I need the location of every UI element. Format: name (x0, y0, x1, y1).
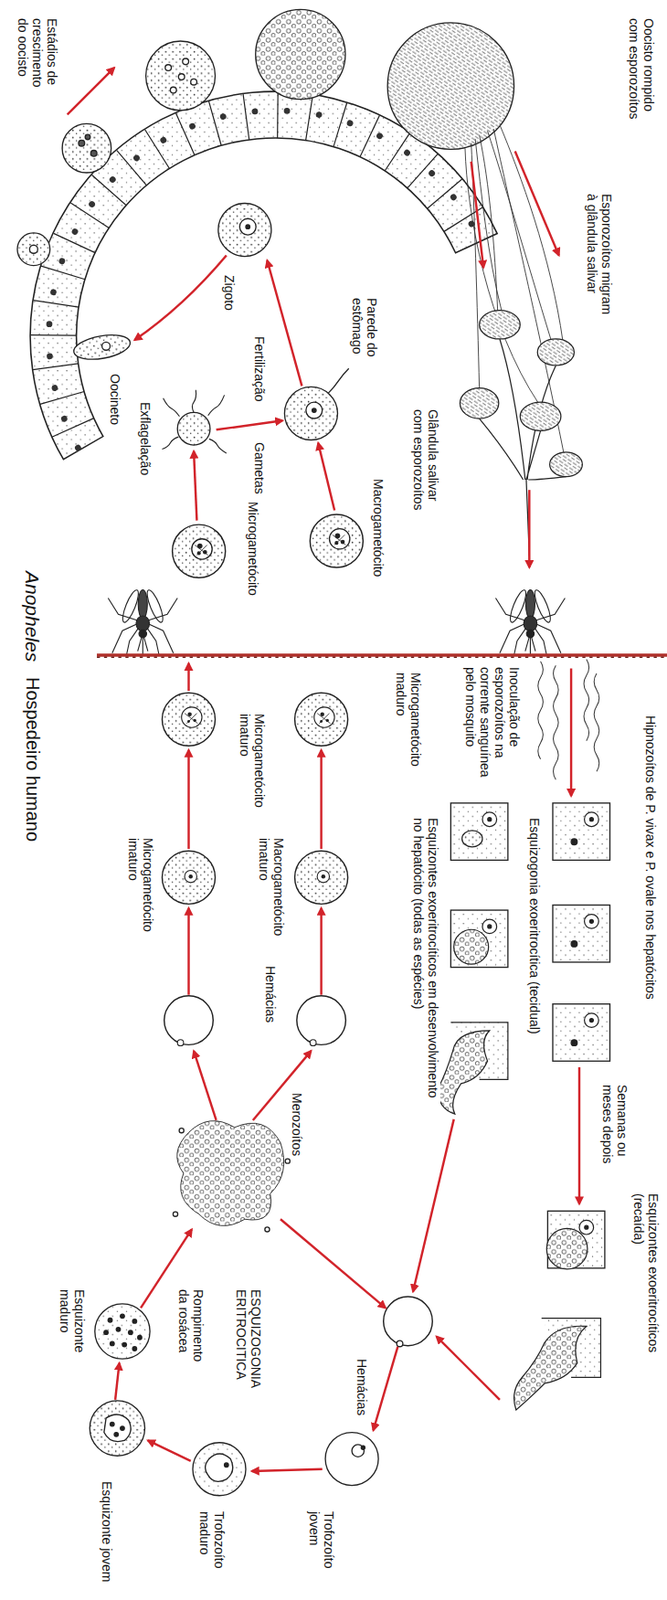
cycle-arrows (67, 67, 580, 1472)
stage-label: Esquizontes exoeritrocíticos (recaída) (631, 1191, 661, 1378)
host-title: Hospedeiro humano (21, 675, 43, 844)
host-title: Anopheles (21, 569, 43, 664)
hepatocytes (438, 803, 611, 1410)
gametocyte-cells (161, 692, 348, 1046)
structure-label: Parede do estômago (349, 296, 380, 369)
stage-label: Macrogametócito (370, 476, 386, 586)
mosquito-figure (107, 588, 565, 656)
stage-label: Exflagelação (137, 400, 153, 477)
salivary-gland (459, 310, 583, 557)
stage-label: Estádios de crescimento do oocisto (14, 16, 59, 101)
inoculated-sporozoites (538, 658, 600, 780)
stage-label: Microgametócito (245, 499, 261, 609)
stage-label: Zigoto (222, 273, 237, 313)
stage-label: Gametas (252, 440, 267, 497)
oocyst-stages (17, 9, 515, 265)
stage-label: Trofozoíto maduro (197, 1509, 227, 1587)
stage-label: Esquizogonia exoeritrocítica (tecidual) (527, 815, 542, 1037)
stage-label: Microgametócito imaturo (237, 711, 267, 821)
skin-line (96, 655, 667, 657)
erythrocytic-cycle-cells (89, 1121, 433, 1496)
stage-label: Trofozoíto jovem (307, 1509, 337, 1587)
stage-label: Esquizontes exoeritrocíticos em desenvol… (411, 815, 441, 1108)
stage-label: Esporozoítos migram à glândula salivar (584, 191, 615, 322)
structure-label: Glândula salivar com esporozoítos (411, 407, 441, 521)
stage-label: Hemácias (354, 1356, 370, 1418)
stage-label: Merozoítos (289, 1090, 305, 1158)
stomach-wall (30, 91, 502, 563)
cycle-title: ESQUIZOGONIA ERITROCITICA (233, 1287, 264, 1399)
stage-label: Rompimento da rosácea (176, 1287, 206, 1374)
stage-label: Oocisto rompido com esporozoítos (626, 16, 657, 130)
mosquito-stage-cells (72, 203, 364, 579)
stage-label: Microgametócito maduro (393, 670, 424, 780)
stage-label: Esquizonte jovem (99, 1479, 115, 1585)
stage-label: Hemácias (263, 963, 278, 1025)
stage-label: Microgametócito imaturo (125, 836, 155, 945)
stage-label: Fertilização (252, 334, 267, 404)
note-label: Semanas ou meses depois (600, 1082, 630, 1174)
stage-label: Oocineto (107, 371, 123, 427)
stage-label: Macrogametócito imaturo (255, 836, 286, 945)
stage-label: Esquizonte maduro (57, 1287, 87, 1369)
stage-label: Hipnozoítos de P. vivax e P. ovale nos h… (643, 713, 658, 1002)
stage-label: Inoculação de esporozoítos na corrente s… (463, 665, 522, 788)
